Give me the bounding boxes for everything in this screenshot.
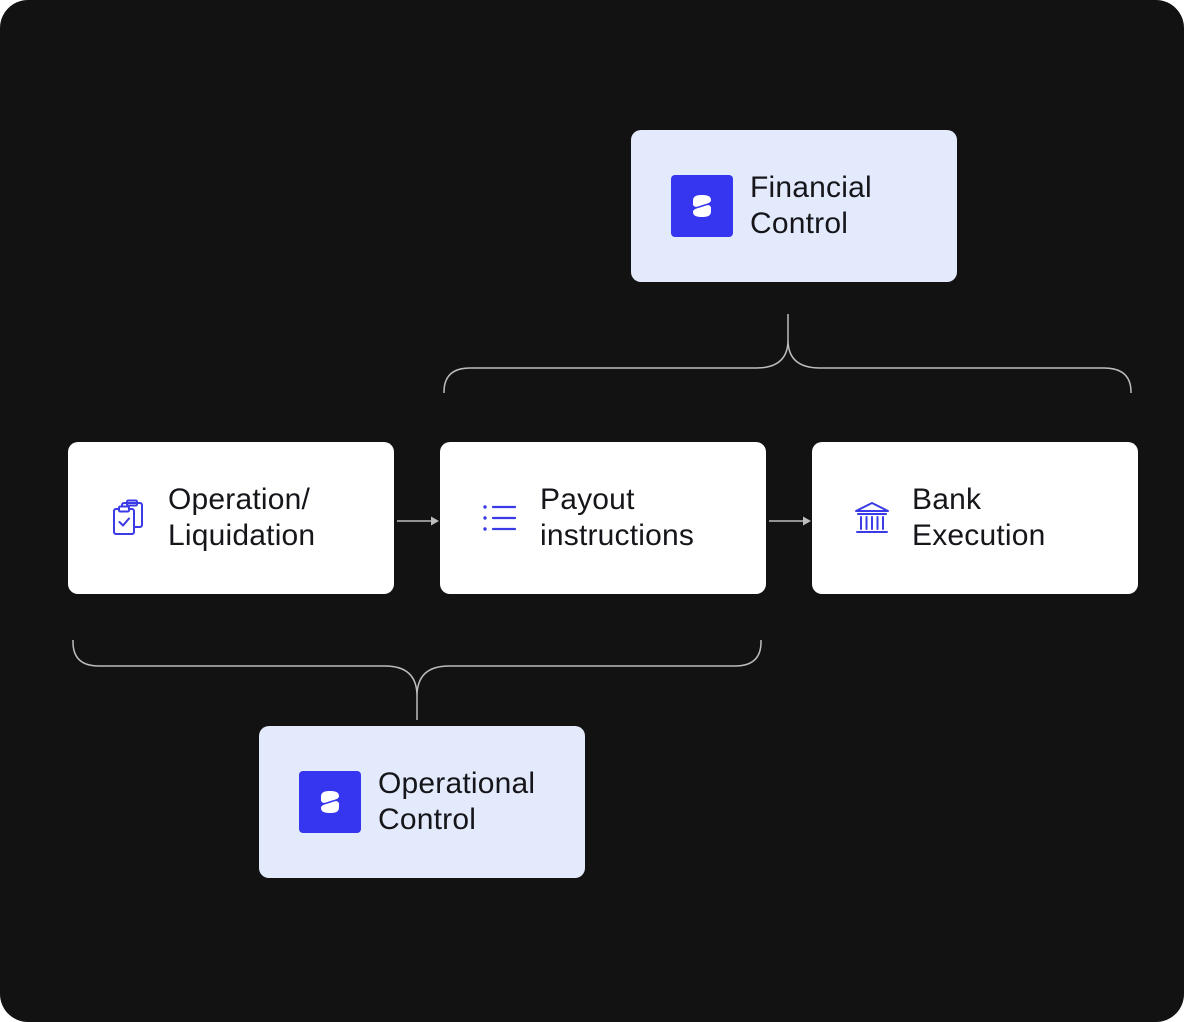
bank-icon <box>854 500 890 536</box>
arrowhead-bank <box>803 516 811 526</box>
financial-control-box: Financial Control <box>631 130 957 282</box>
operational-control-brace <box>72 640 762 720</box>
financial-control-label: Financial Control <box>750 170 872 242</box>
financial-control-line2: Control <box>750 207 849 240</box>
list-icon <box>482 503 518 533</box>
payout-instructions-box: Payout instructions <box>440 442 766 594</box>
operation-liquidation-box: Operation/ Liquidation <box>68 442 394 594</box>
bank-line2: Execution <box>912 519 1046 552</box>
operational-control-box: Operational Control <box>259 726 585 878</box>
financial-control-line1: Financial <box>750 171 872 204</box>
operational-control-label: Operational Control <box>378 766 535 838</box>
bank-execution-label: Bank Execution <box>912 482 1046 554</box>
operational-control-line2: Control <box>378 803 477 836</box>
payout-instructions-label: Payout instructions <box>540 482 694 554</box>
operational-control-line1: Operational <box>378 767 536 800</box>
arrowhead-payout <box>431 516 439 526</box>
bank-execution-box: Bank Execution <box>812 442 1138 594</box>
brand-logo-icon <box>299 771 361 833</box>
financial-control-brace <box>443 314 1132 393</box>
operation-line1: Operation/ <box>168 483 311 516</box>
brand-logo-icon <box>671 175 733 237</box>
bank-line1: Bank <box>912 483 982 516</box>
operation-line2: Liquidation <box>168 519 316 552</box>
payout-line2: instructions <box>540 519 695 552</box>
operation-liquidation-label: Operation/ Liquidation <box>168 482 315 554</box>
payout-line1: Payout <box>540 483 635 516</box>
clipboard-check-icon <box>110 498 146 538</box>
